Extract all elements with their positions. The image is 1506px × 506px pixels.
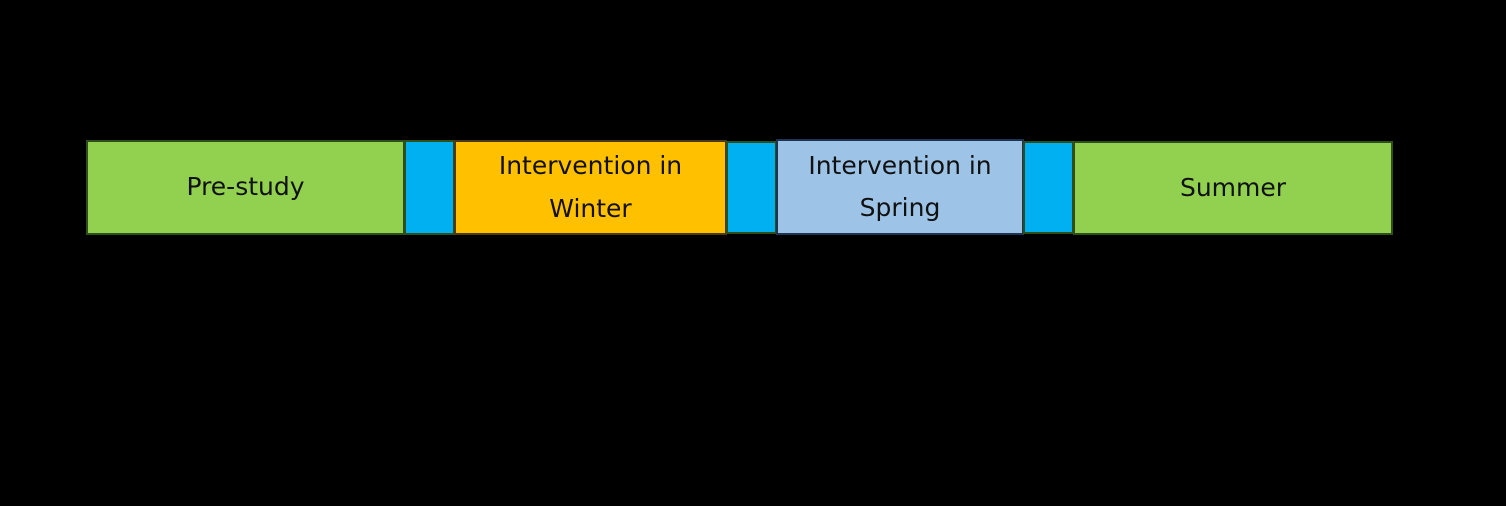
phase-label: Pre-study — [186, 172, 305, 202]
phase-pre-study: Pre-study — [86, 140, 405, 235]
phase-intervention-spring: Intervention in Spring — [776, 139, 1024, 235]
phase-label: Intervention in Winter — [498, 151, 683, 223]
transition-gap — [726, 141, 777, 234]
phase-label: Intervention in Spring — [808, 150, 992, 223]
phase-label: Summer — [1179, 172, 1287, 202]
transition-gap — [404, 140, 455, 235]
phase-intervention-winter: Intervention in Winter — [454, 140, 727, 235]
phase-summer: Summer — [1073, 141, 1393, 235]
transition-gap — [1023, 141, 1074, 234]
